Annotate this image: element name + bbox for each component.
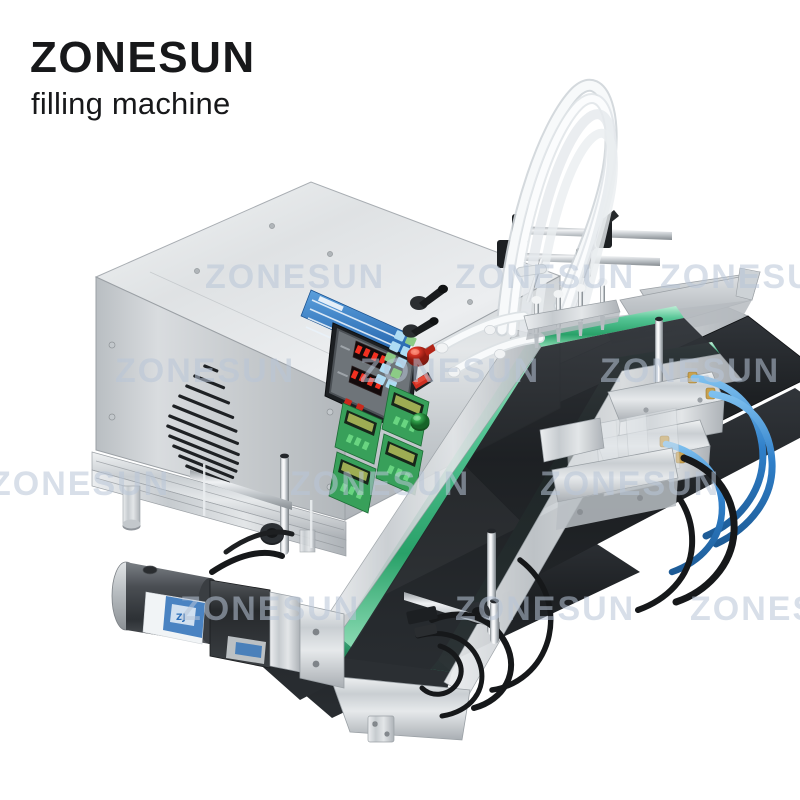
screw: [108, 341, 116, 349]
flow-meter-2: [381, 384, 430, 447]
keypad-key: [384, 352, 396, 364]
bolt: [312, 660, 320, 668]
leveling-foot: [122, 485, 141, 531]
guard-bar: [310, 500, 313, 548]
cross-rod: [404, 592, 500, 630]
selector-knob-1: [410, 284, 448, 310]
motor-terminal: [142, 565, 158, 575]
screw: [327, 251, 333, 257]
guide-rail-upper: [533, 306, 684, 347]
tube-connector: [494, 348, 506, 359]
screw: [467, 299, 473, 305]
pneumatic-assembly: [539, 371, 776, 613]
filling-nozzles: [523, 278, 621, 348]
motor-cable: [209, 549, 285, 575]
gear-motor: ZJ: [111, 529, 345, 689]
screw: [108, 413, 116, 421]
guard-bar: [203, 464, 206, 516]
chrome-post: [655, 318, 663, 390]
svg-text:ZJ: ZJ: [176, 613, 186, 623]
screw: [326, 408, 334, 416]
clamp-bracket: [539, 417, 605, 463]
tube-connector: [435, 342, 449, 354]
screw: [194, 268, 200, 274]
sensor-bracket: [406, 598, 499, 644]
flow-meter-3: [328, 451, 377, 514]
tube-connector: [447, 366, 461, 378]
sensor-post: [490, 600, 499, 644]
motor-flange: [269, 591, 301, 673]
controller-keypad: [374, 330, 417, 391]
keypad-key: [379, 363, 391, 375]
keypad-key: [390, 367, 402, 380]
start-indicator-button: [410, 413, 430, 431]
keypad-key: [389, 341, 401, 353]
leveling-foot: [299, 529, 316, 553]
emergency-stop-button: [407, 344, 436, 367]
flow-meter-1: [334, 402, 383, 465]
product-subtitle: filling machine: [31, 86, 231, 121]
panel-switches: [402, 284, 448, 431]
flow-meter-modules: [328, 384, 430, 514]
feed-tubes: [435, 311, 545, 378]
keypad-key: [405, 335, 417, 347]
silicone-tubes: [495, 78, 618, 341]
bolt: [312, 628, 320, 636]
keypad-key: [394, 330, 406, 342]
keypad-key: [374, 374, 387, 386]
brand-title: ZONESUN: [30, 33, 256, 82]
loose-cables: [415, 557, 554, 719]
tube-connector: [484, 324, 496, 335]
screw: [269, 223, 275, 229]
power-rocker-switch: [411, 372, 433, 392]
cross-rod: [190, 470, 292, 510]
selector-knob-2: [402, 317, 439, 338]
roller-housing: [329, 675, 471, 741]
ventilation-grille: [166, 364, 240, 493]
flow-meter-4: [375, 433, 424, 496]
keypad-key: [395, 357, 407, 369]
belt-surface: [344, 318, 720, 672]
end-bracket: [367, 715, 395, 743]
